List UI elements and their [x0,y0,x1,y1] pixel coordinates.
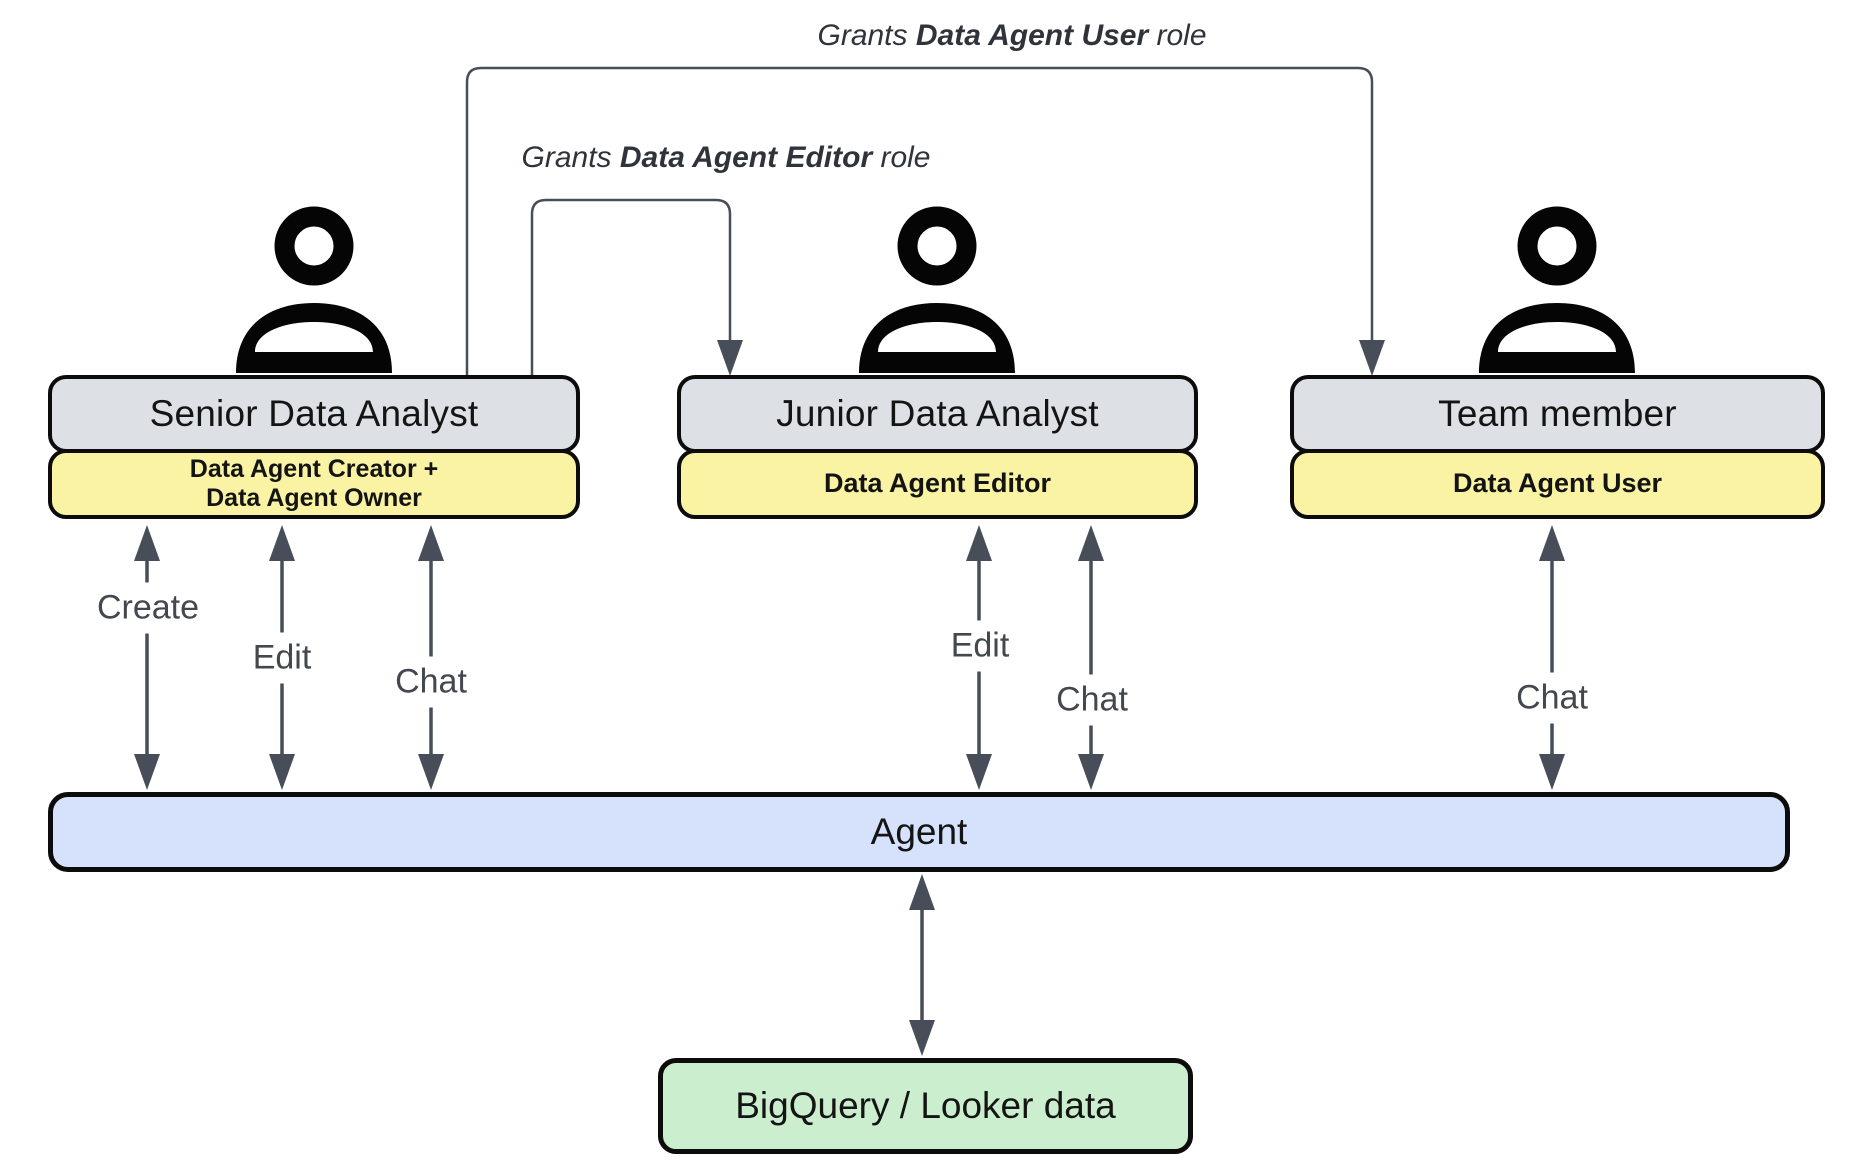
arrowhead-up [966,525,992,561]
person-head [897,206,977,286]
role-line: Data Agent User [1452,468,1663,499]
arrowhead-down [269,754,295,790]
arrowhead-down [134,754,160,790]
grant-label-suffix: role [1148,19,1207,52]
person-head [1517,206,1597,286]
role-line: Data Agent Owner [206,484,422,512]
grant-arrow-user-arrowhead [1359,340,1385,376]
grant-label-suffix: role [872,141,931,174]
arrowhead-down [1078,754,1104,790]
grant-label-prefix: Grants [521,141,620,174]
role-line: Data Agent Creator + [189,454,439,483]
arrowhead-down [418,754,444,790]
flow-label-chat-team: Chat [1506,672,1598,724]
actor-title: Senior Data Analyst [149,393,479,434]
role-line: Data Agent Editor [823,468,1051,499]
flow-label-chat-junior: Chat [1046,674,1138,726]
arrowhead-down [1539,754,1565,790]
arrowhead-up [269,525,295,561]
flow-arrow-create-senior [134,525,160,790]
grant-arrow-editor-arrowhead [717,340,743,376]
flow-arrow-agent-datasource [909,874,935,1056]
datasource-box: BigQuery / Looker data [658,1058,1193,1154]
grant-label-role: Data Agent Editor [619,141,873,174]
grant-label-prefix: Grants [817,19,916,52]
datasource-label: BigQuery / Looker data [735,1085,1116,1126]
grant-label-editor: Grants Data Agent Editor role [522,141,931,175]
arrowhead-up [134,525,160,561]
grant-arrow-editor [530,198,743,376]
agent-label: Agent [870,811,968,852]
flow-label-edit-senior: Edit [242,632,322,684]
actor-box-team-member: Team member [1290,375,1825,453]
flow-label-chat-senior: Chat [385,656,477,708]
agent-bar: Agent [48,792,1790,872]
person-head [274,206,354,286]
flow-label-create-senior: Create [86,582,210,634]
arrowhead-down [909,1020,935,1056]
grant-label-user: Grants Data Agent User role [817,19,1206,53]
grant-label-role: Data Agent User [915,19,1149,52]
actor-box-junior-data-analyst: Junior Data Analyst [677,375,1198,453]
grant-arrow-editor-line [530,198,732,375]
person-icon-team [1479,206,1635,373]
person-body [236,303,392,373]
person-body [859,303,1015,373]
role-box-senior: Data Agent Creator + Data Agent Owner [48,449,580,519]
person-icon-senior [236,206,392,373]
actor-title: Team member [1438,393,1677,434]
flow-label-edit-junior: Edit [940,620,1020,672]
arrowhead-up [1539,525,1565,561]
flow-arrow-chat-team [1539,525,1565,790]
flow-arrow-chat-junior [1078,525,1104,790]
grant-arrow-user-line [465,66,1374,375]
arrowhead-up [418,525,444,561]
person-body [1479,303,1635,373]
arrowhead-down [966,754,992,790]
actor-box-senior-data-analyst: Senior Data Analyst [48,375,580,453]
arrowhead-up [1078,525,1104,561]
grant-arrow-user [465,66,1385,376]
role-box-junior: Data Agent Editor [677,449,1198,519]
role-box-team: Data Agent User [1290,449,1825,519]
person-icon-junior [859,206,1015,373]
actor-title: Junior Data Analyst [776,393,1099,434]
arrowhead-up [909,874,935,910]
